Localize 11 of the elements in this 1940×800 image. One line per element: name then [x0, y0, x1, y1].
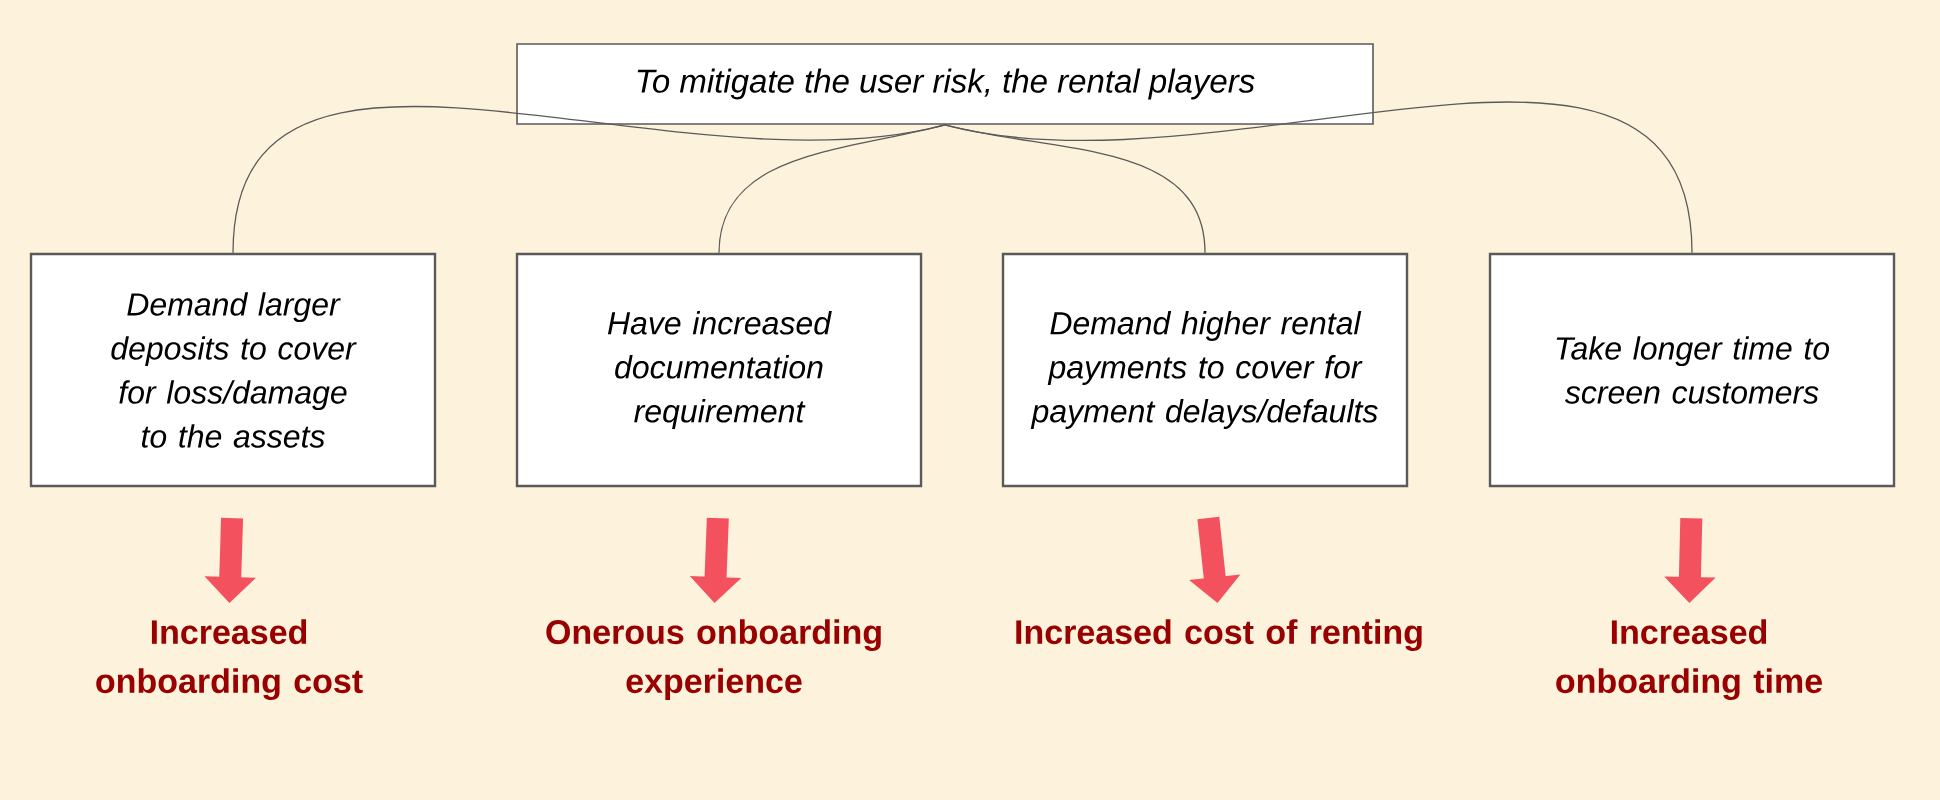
connector-curve: [944, 101, 1693, 254]
process-box: Demand higher rental payments to cover for payment delays/defaults: [1001, 252, 1409, 488]
outcome-text: Increased onboarding cost: [96, 619, 363, 701]
outcome-text: Increased onboarding time: [1556, 619, 1822, 701]
connector-curve: [718, 124, 946, 254]
outcome-text: Increased cost of renting: [1016, 619, 1422, 652]
process-box: Demand larger deposits to cover for loss/damage to the assets: [29, 252, 437, 488]
process-box: Have increased documentation requirement: [515, 252, 923, 488]
process-box: Take longer time to screen customers: [1488, 252, 1896, 488]
heading-box: To mitigate the user risk, the rental players: [516, 43, 1374, 125]
outcome-text: Onerous onboarding experience: [546, 619, 881, 700]
